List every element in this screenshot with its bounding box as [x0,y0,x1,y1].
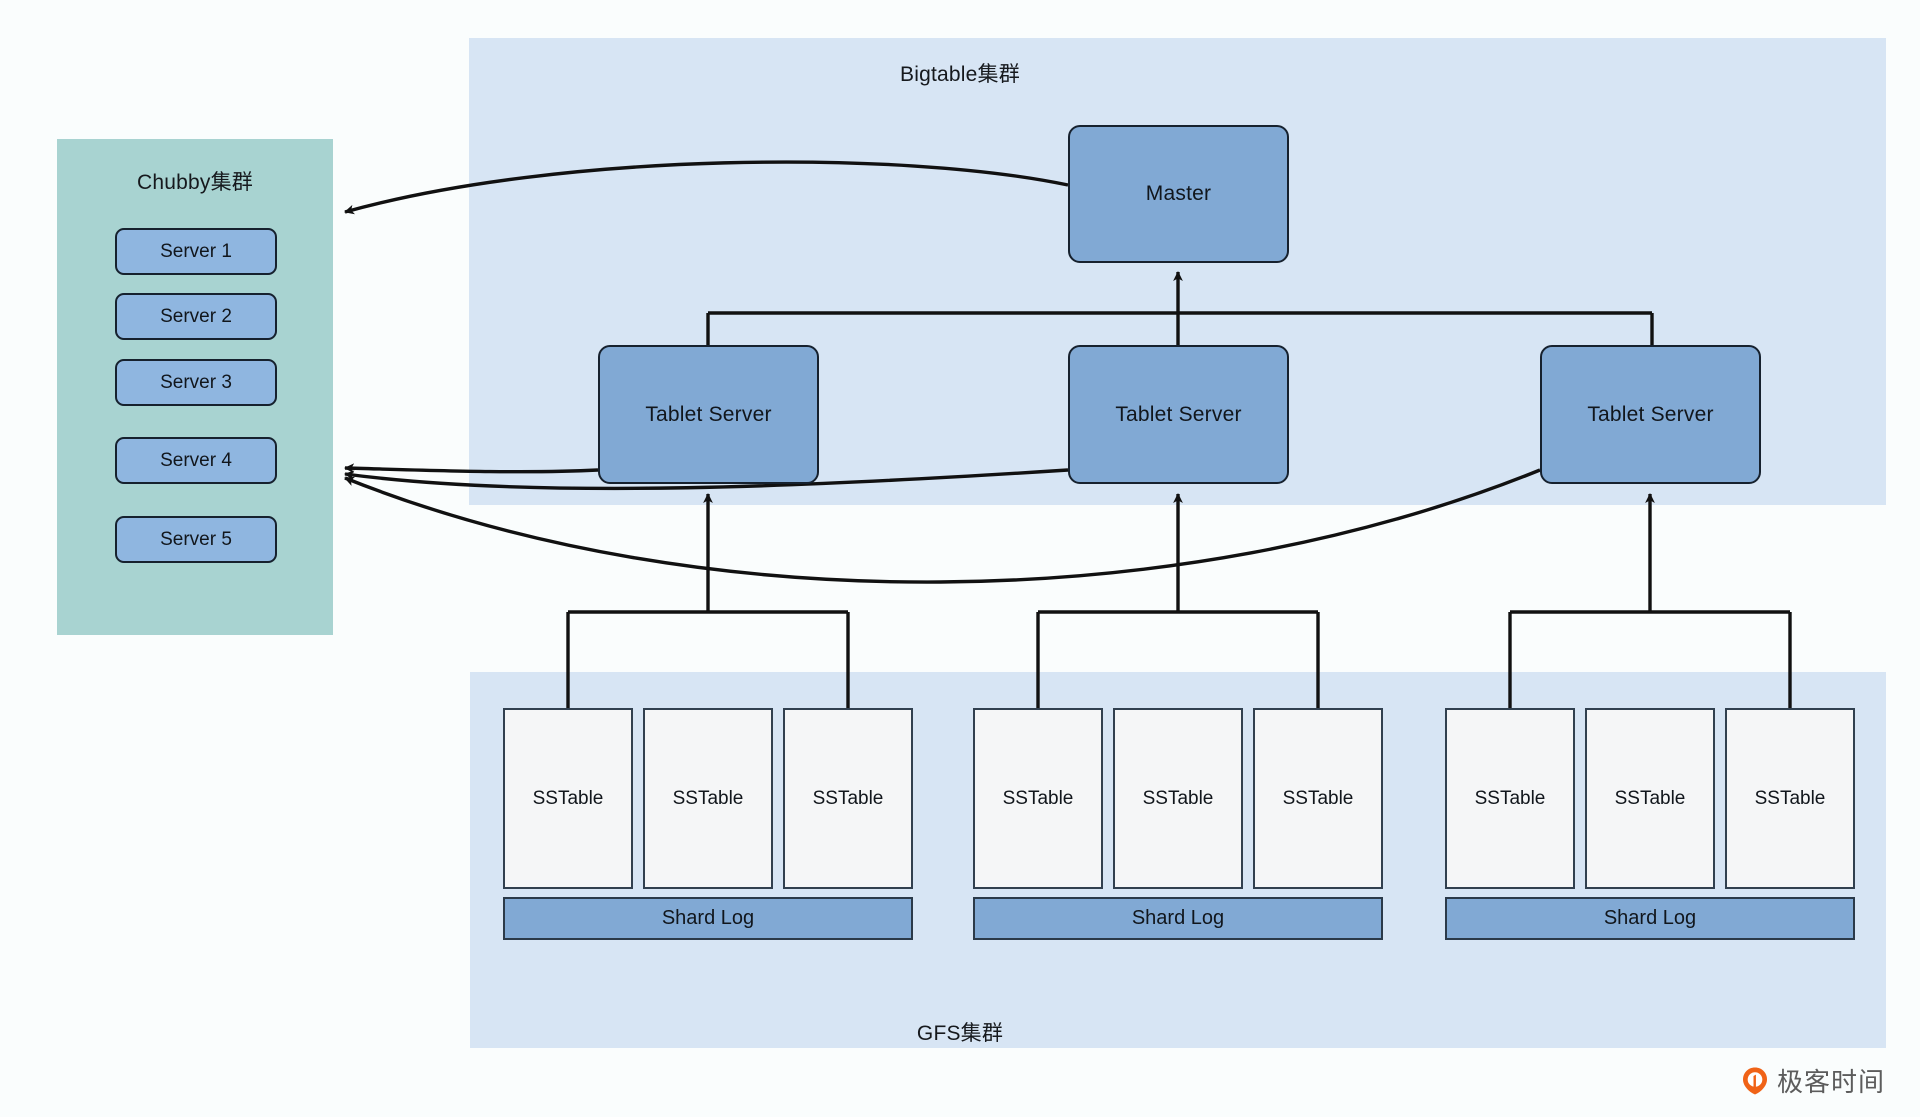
geekbang-logo-icon [1743,1067,1767,1094]
tablet-server-node-2[interactable]: Tablet Server [1068,345,1289,484]
sstable-1-3[interactable]: SSTable [783,708,913,889]
sstable-3-3[interactable]: SSTable [1725,708,1855,889]
sstable-2-1[interactable]: SSTable [973,708,1103,889]
sstable-1-2[interactable]: SSTable [643,708,773,889]
chubby-server-4[interactable]: Server 4 [115,437,277,484]
edge-ts3-to-chubby [344,468,1541,584]
chubby-server-1[interactable]: Server 1 [115,228,277,275]
sstable-2-2[interactable]: SSTable [1113,708,1243,889]
sstable-3-1[interactable]: SSTable [1445,708,1575,889]
edge-ts2-to-chubby [344,468,1069,491]
chubby-server-5[interactable]: Server 5 [115,516,277,563]
tablet-server-node-3[interactable]: Tablet Server [1540,345,1761,484]
chubby-cluster-title: Chubby集群 [137,171,253,194]
master-node[interactable]: Master [1068,125,1289,263]
gfs-cluster-title: GFS集群 [916,1022,1004,1045]
watermark: 极客时间 [1740,1062,1885,1099]
shard-log-2[interactable]: Shard Log [973,897,1383,940]
shard-log-1[interactable]: Shard Log [503,897,913,940]
edge-master-to-chubby [344,160,1069,215]
tablet-server-node-1[interactable]: Tablet Server [598,345,819,484]
chubby-server-2[interactable]: Server 2 [115,293,277,340]
shard-log-3[interactable]: Shard Log [1445,897,1855,940]
watermark-text: 极客时间 [1777,1068,1886,1098]
sstable-3-2[interactable]: SSTable [1585,708,1715,889]
edge-ts1-to-chubby [344,463,599,474]
sstable-1-1[interactable]: SSTable [503,708,633,889]
chubby-server-3[interactable]: Server 3 [115,359,277,406]
sstable-2-3[interactable]: SSTable [1253,708,1383,889]
bigtable-cluster-title: Bigtable集群 [900,63,1020,86]
